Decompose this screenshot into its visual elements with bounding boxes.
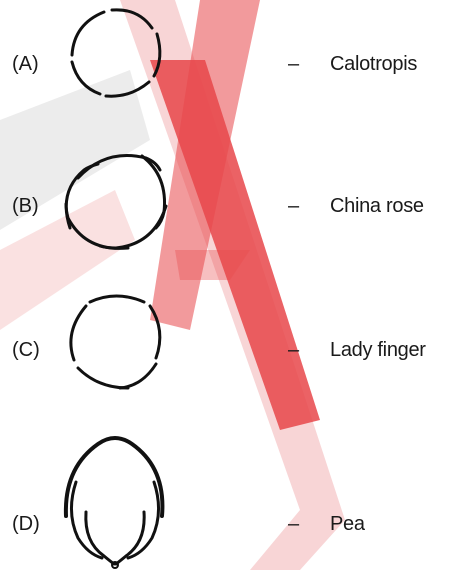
twisted-aestivation-diagram: [58, 148, 173, 258]
option-letter-a: (A): [12, 52, 39, 76]
row-a: (A) – Calotropis: [0, 0, 457, 140]
plant-name-china-rose: China rose: [330, 194, 424, 218]
valvate-aestivation-diagram: [60, 0, 170, 108]
plant-name-pea: Pea: [330, 512, 365, 536]
dash-a: –: [288, 52, 299, 76]
option-letter-b: (B): [12, 194, 39, 218]
plant-name-calotropis: Calotropis: [330, 52, 417, 76]
imbricate-aestivation-diagram: [60, 288, 170, 396]
option-letter-c: (C): [12, 338, 40, 362]
dash-d: –: [288, 512, 299, 536]
row-d: (D) – Pea: [0, 420, 457, 570]
vexillary-aestivation-diagram: [60, 434, 170, 570]
row-c: (C) – Lady finger: [0, 280, 457, 420]
dash-b: –: [288, 194, 299, 218]
dash-c: –: [288, 338, 299, 362]
row-b: (B) – China rose: [0, 140, 457, 280]
option-letter-d: (D): [12, 512, 40, 536]
plant-name-lady-finger: Lady finger: [330, 338, 426, 362]
